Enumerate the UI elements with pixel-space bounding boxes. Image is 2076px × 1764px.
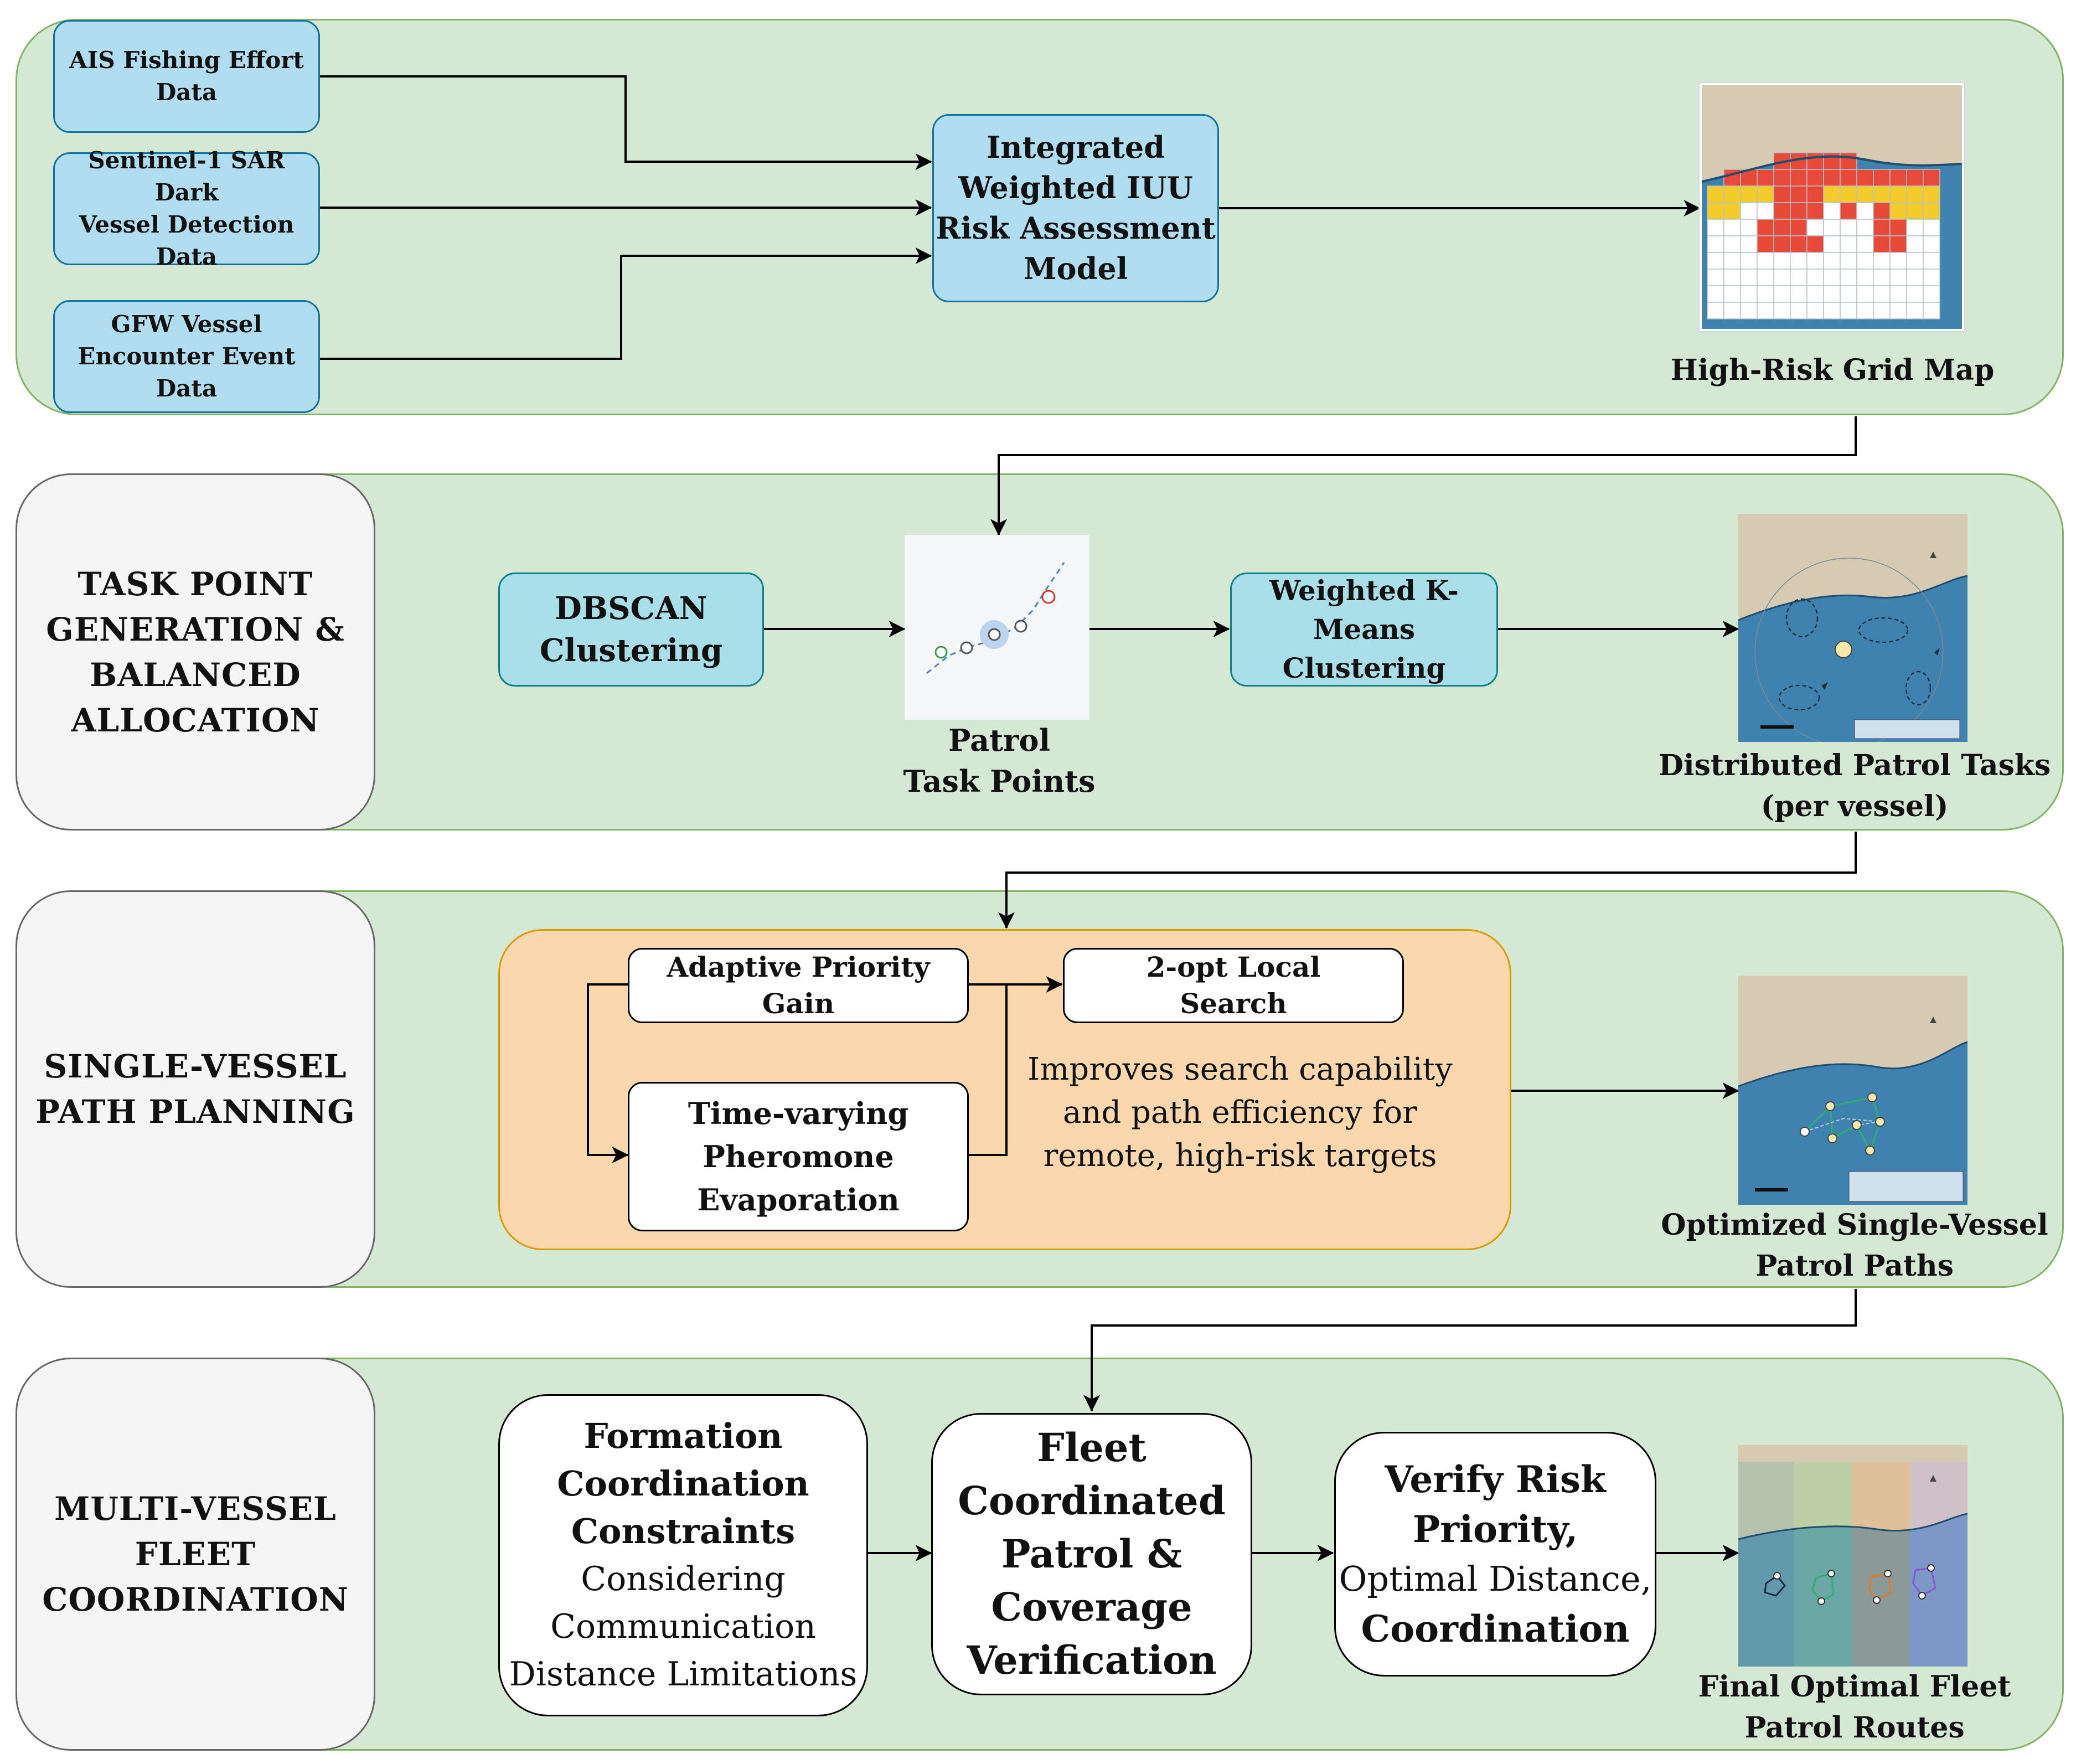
- formation-constraints-box: Formation Coordination Constraints Consi…: [498, 1394, 868, 1716]
- task-points-caption: Patrol Task Points: [903, 723, 1096, 799]
- gfw-to-model-arrow: [320, 247, 932, 360]
- priority-to-pheromone-loop: [587, 983, 629, 1163]
- high-risk-grid-map-image: [1697, 81, 1966, 333]
- verify-line-c: Coordination: [1361, 1607, 1630, 1650]
- single-vessel-paths-caption: Optimized Single-Vessel Patrol Paths: [1661, 1208, 2048, 1283]
- single-vessel-paths-image: [1738, 976, 1968, 1205]
- stage2-label: TASK POINT GENERATION & BALANCED ALLOCAT…: [16, 473, 375, 831]
- fleet-coverage-box: Fleet Coordinated Patrol & Coverage Veri…: [931, 1413, 1252, 1695]
- formation-subtitle: Considering Communication Distance Limit…: [509, 1560, 858, 1694]
- weighted-kmeans-box: Weighted K-Means Clustering: [1230, 572, 1498, 687]
- paths-to-fleet-arrow: [1083, 1289, 1857, 1412]
- two-opt-search-box: 2-opt Local Search: [1063, 948, 1404, 1023]
- pheromone-to-2opt-line: [969, 984, 1008, 1156]
- stage3-label: SINGLE-VESSEL PATH PLANNING: [16, 890, 375, 1288]
- gfw-encounter-box: GFW Vessel Encounter Event Data: [53, 300, 320, 413]
- gridmap-caption: High-Risk Grid Map: [1670, 353, 1995, 387]
- aco-improvement-text: Improves search capability and path effi…: [1027, 1051, 1453, 1174]
- ais-to-model-arrow: [320, 75, 932, 170]
- verify-box: Verify Risk Priority, Optimal Distance, …: [1334, 1432, 1656, 1677]
- patrol-task-points-image: [905, 535, 1089, 720]
- pheromone-evaporation-box: Time-varying Pheromone Evaporation: [628, 1082, 969, 1231]
- ais-fishing-effort-box: AIS Fishing Effort Data: [53, 20, 320, 133]
- formation-title: Formation Coordination Constraints: [557, 1416, 809, 1551]
- stage4-label: MULTI-VESSEL FLEET COORDINATION: [16, 1358, 375, 1751]
- final-fleet-routes-caption: Final Optimal Fleet Patrol Routes: [1698, 1670, 2011, 1745]
- sentinel-sar-box: Sentinel-1 SAR Dark Vessel Detection Dat…: [53, 147, 320, 270]
- final-fleet-routes-image: [1738, 1445, 1968, 1667]
- dbscan-box: DBSCAN Clustering: [498, 572, 764, 687]
- adaptive-priority-gain-box: Adaptive Priority Gain: [628, 948, 969, 1023]
- verify-line-a: Verify Risk Priority,: [1385, 1458, 1606, 1551]
- tasks-to-planning-arrow: [998, 832, 1857, 929]
- verify-line-b: Optimal Distance,: [1339, 1559, 1652, 1599]
- risk-model-box: Integrated Weighted IUU Risk Assessment …: [932, 114, 1219, 302]
- distributed-tasks-caption: Distributed Patrol Tasks (per vessel): [1658, 749, 2051, 823]
- gridmap-to-taskpoints-arrow: [990, 416, 1857, 536]
- distributed-tasks-image: [1738, 514, 1968, 747]
